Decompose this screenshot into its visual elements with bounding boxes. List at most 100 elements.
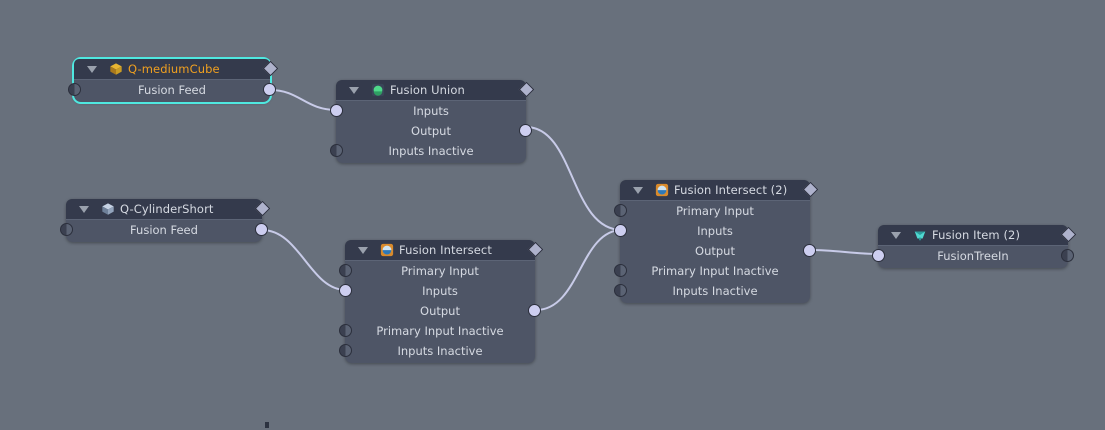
node-row-primary-input[interactable]: Primary Input — [614, 201, 810, 221]
port-out-fusiontreein[interactable] — [1061, 249, 1074, 262]
node-row-label: Inputs Inactive — [397, 344, 483, 358]
triangle-down-icon[interactable] — [87, 65, 97, 73]
node-title: Fusion Union — [390, 83, 465, 97]
node-row-label: Inputs — [697, 224, 733, 238]
wire-cyl-to-intersect — [261, 229, 347, 291]
triangle-down-icon[interactable] — [633, 186, 643, 194]
node-row-fusiontreein[interactable]: FusionTreeIn — [872, 246, 1074, 266]
node-title: Q-mediumCube — [128, 62, 220, 76]
node-header-fusion-item-2[interactable]: Fusion Item (2) — [878, 225, 1077, 245]
wire-union-to-intersect2 — [525, 126, 623, 231]
divider — [620, 200, 810, 201]
cursor-artifact — [265, 422, 269, 428]
divider — [336, 100, 526, 101]
triangle-down-icon[interactable] — [79, 205, 89, 213]
port-in-inputs[interactable] — [330, 104, 343, 117]
node-row-output[interactable]: Output — [336, 121, 532, 141]
node-fusion-item-2[interactable]: Fusion Item (2) FusionTreeIn — [872, 225, 1077, 268]
node-header-fusion-intersect-2[interactable]: Fusion Intersect (2) — [620, 180, 819, 200]
divider — [345, 260, 535, 261]
node-body-fusion-intersect-2: Primary Input Inputs Output Primary Inpu… — [614, 200, 816, 303]
diamond-icon[interactable] — [262, 60, 279, 77]
node-row-label: Primary Input Inactive — [651, 264, 779, 278]
node-fusion-intersect[interactable]: Fusion Intersect Primary Input Inputs Ou… — [339, 240, 544, 363]
node-body-q-mediumcube: Fusion Feed — [68, 79, 276, 102]
node-body-fusion-intersect: Primary Input Inputs Output Primary Inpu… — [339, 260, 541, 363]
node-title: Fusion Intersect (2) — [674, 183, 788, 197]
node-header-fusion-intersect[interactable]: Fusion Intersect — [345, 240, 544, 260]
port-in-primary-input[interactable] — [339, 264, 352, 277]
node-row-inputs-inactive[interactable]: Inputs Inactive — [330, 141, 526, 161]
port-in-fusiontreein[interactable] — [872, 249, 885, 262]
node-row-label: Primary Input — [401, 264, 479, 278]
node-header-q-mediumcube[interactable]: Q-mediumCube — [74, 59, 279, 79]
node-q-mediumcube[interactable]: Q-mediumCube Fusion Feed — [68, 57, 279, 104]
port-in-primary-input-inactive[interactable] — [614, 264, 627, 277]
port-in-inputs-inactive[interactable] — [339, 344, 352, 357]
node-row-inputs-inactive[interactable]: Inputs Inactive — [614, 281, 810, 301]
cube-gold-icon — [110, 63, 122, 75]
node-row-label: Primary Input Inactive — [376, 324, 504, 338]
node-q-cylindershort[interactable]: Q-CylinderShort Fusion Feed — [60, 199, 271, 242]
node-fusion-union[interactable]: Fusion Union Inputs Output Inputs Inacti… — [330, 80, 535, 163]
node-row-output[interactable]: Output — [345, 301, 541, 321]
triangle-down-icon[interactable] — [349, 86, 359, 94]
node-header-q-cylindershort[interactable]: Q-CylinderShort — [66, 199, 271, 219]
port-in-inputs-inactive[interactable] — [614, 284, 627, 297]
node-row-inputs-inactive[interactable]: Inputs Inactive — [339, 341, 535, 361]
node-header-fusion-union[interactable]: Fusion Union — [336, 80, 535, 100]
port-out-output[interactable] — [528, 304, 541, 317]
port-in-inputs[interactable] — [339, 284, 352, 297]
triangle-down-icon[interactable] — [358, 246, 368, 254]
node-row-label: Output — [411, 124, 451, 138]
node-row-primary-input[interactable]: Primary Input — [339, 261, 535, 281]
port-in-primary-input-inactive[interactable] — [339, 324, 352, 337]
wire-intersect2-to-item — [810, 249, 880, 255]
node-row-label: Output — [695, 244, 735, 258]
diamond-icon[interactable] — [1060, 226, 1077, 243]
divider — [74, 79, 270, 80]
node-row-label: FusionTreeIn — [937, 249, 1009, 263]
port-out-fusion-feed[interactable] — [255, 223, 268, 236]
divider — [878, 245, 1068, 246]
node-row-label: Fusion Feed — [138, 83, 206, 97]
port-in-fusion-feed[interactable] — [68, 83, 81, 96]
node-row-fusion-feed[interactable]: Fusion Feed — [68, 80, 276, 100]
diamond-icon[interactable] — [527, 241, 544, 258]
port-in-inputs-inactive[interactable] — [330, 144, 343, 157]
wire-cube-to-union — [269, 89, 338, 111]
node-row-inputs[interactable]: Inputs — [339, 281, 535, 301]
node-row-inputs[interactable]: Inputs — [330, 101, 526, 121]
node-body-fusion-union: Inputs Output Inputs Inactive — [330, 100, 532, 163]
port-out-output[interactable] — [519, 124, 532, 137]
node-row-label: Inputs — [422, 284, 458, 298]
node-row-label: Fusion Feed — [130, 223, 198, 237]
port-out-output[interactable] — [803, 244, 816, 257]
node-row-inputs[interactable]: Inputs — [614, 221, 810, 241]
node-row-label: Primary Input — [676, 204, 754, 218]
diamond-icon[interactable] — [518, 81, 535, 98]
node-fusion-intersect-2[interactable]: Fusion Intersect (2) Primary Input Input… — [614, 180, 819, 303]
node-row-primary-input-inactive[interactable]: Primary Input Inactive — [339, 321, 535, 341]
node-row-label: Inputs — [413, 104, 449, 118]
port-in-fusion-feed[interactable] — [60, 223, 73, 236]
node-body-q-cylindershort: Fusion Feed — [60, 219, 268, 242]
node-row-primary-input-inactive[interactable]: Primary Input Inactive — [614, 261, 810, 281]
port-in-primary-input[interactable] — [614, 204, 627, 217]
node-title: Fusion Intersect — [399, 243, 492, 257]
node-body-fusion-item-2: FusionTreeIn — [872, 245, 1074, 268]
diamond-icon[interactable] — [802, 181, 819, 198]
node-row-label: Inputs Inactive — [388, 144, 474, 158]
wire-intersect-to-intersect2 — [535, 229, 623, 311]
cube-blue-icon — [102, 203, 114, 215]
node-row-fusion-feed[interactable]: Fusion Feed — [60, 220, 268, 240]
divider — [66, 219, 262, 220]
triangle-down-icon[interactable] — [891, 231, 901, 239]
diamond-icon[interactable] — [254, 200, 271, 217]
node-row-label: Inputs Inactive — [672, 284, 758, 298]
port-in-inputs[interactable] — [614, 224, 627, 237]
port-out-fusion-feed[interactable] — [263, 83, 276, 96]
item-cyan-icon — [914, 231, 926, 241]
node-row-output[interactable]: Output — [620, 241, 816, 261]
